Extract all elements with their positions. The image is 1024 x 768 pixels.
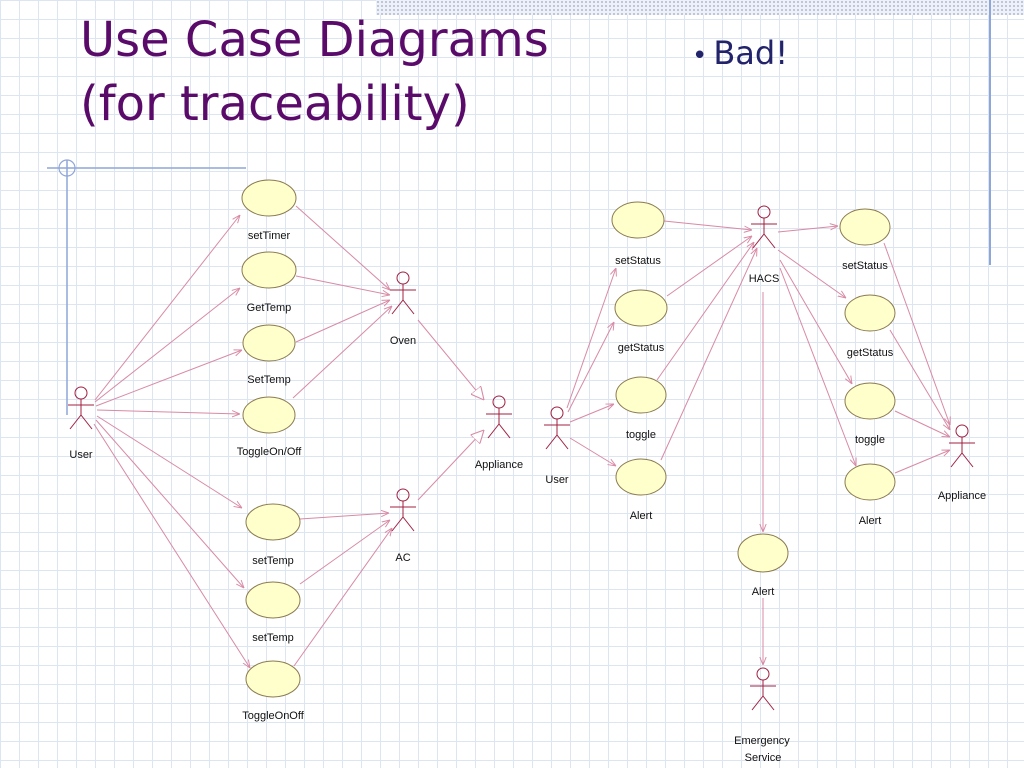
use-case-label: setTemp bbox=[252, 555, 294, 567]
actor-appliance-left-icon bbox=[486, 395, 512, 439]
use-case-label: ToggleOn/Off bbox=[237, 446, 303, 458]
use-case-label: Alert bbox=[859, 515, 882, 527]
actor-label-ac: AC bbox=[395, 552, 410, 564]
use-case-toggleonoff-ac: ToggleOnOff bbox=[242, 660, 305, 722]
use-case-getstatus-2: getStatus bbox=[844, 294, 896, 359]
slide-title: Use Case Diagrams (for traceability) bbox=[80, 8, 549, 136]
header-pattern-band bbox=[376, 0, 1024, 15]
use-case-label: GetTemp bbox=[247, 302, 292, 314]
actor-label-user: User bbox=[69, 449, 93, 461]
use-case-label: getStatus bbox=[618, 342, 665, 354]
actor-label-hacs: HACS bbox=[749, 273, 780, 285]
use-case-gettemp: GetTemp bbox=[241, 251, 297, 314]
actor-ac-icon bbox=[390, 488, 416, 532]
use-case-toggle-1: toggle bbox=[615, 376, 667, 441]
use-case-label: SetTemp bbox=[247, 374, 290, 386]
right-diagram: setStatus getStatus toggle Alert setStat… bbox=[544, 201, 986, 764]
use-case-settemp: SetTemp bbox=[242, 324, 296, 386]
actor-label-appliance: Appliance bbox=[938, 490, 986, 502]
use-case-alert-1: Alert bbox=[615, 458, 667, 522]
actor-emergency-service-icon bbox=[750, 667, 776, 711]
left-connectors bbox=[93, 205, 484, 668]
title-line-2: (for traceability) bbox=[80, 76, 470, 132]
actor-label-service: Service bbox=[745, 752, 782, 764]
use-case-toggleonoff: ToggleOn/Off bbox=[237, 396, 303, 458]
use-case-label: toggle bbox=[855, 434, 885, 446]
actor-label-emergency: Emergency bbox=[734, 735, 790, 747]
corner-crosshair-icon bbox=[47, 159, 246, 415]
right-connectors bbox=[566, 220, 950, 665]
use-case-label: getStatus bbox=[847, 347, 894, 359]
actor-hacs-icon bbox=[751, 205, 777, 249]
actor-oven-icon bbox=[390, 271, 416, 315]
decorative-vertical-rule bbox=[989, 0, 991, 265]
use-case-settimer: setTimer bbox=[241, 179, 297, 242]
use-case-label: setStatus bbox=[615, 255, 661, 267]
use-case-label: Alert bbox=[630, 510, 653, 522]
actor-label-oven: Oven bbox=[390, 335, 416, 347]
use-case-label: Alert bbox=[752, 586, 775, 598]
use-case-getstatus-1: getStatus bbox=[614, 289, 668, 354]
bullet-dot-icon: • bbox=[692, 41, 708, 71]
use-case-label: setStatus bbox=[842, 260, 888, 272]
use-case-label: setTemp bbox=[252, 632, 294, 644]
use-case-toggle-2: toggle bbox=[844, 382, 896, 446]
actor-label-user: User bbox=[545, 474, 569, 486]
use-case-setstatus-1: setStatus bbox=[611, 201, 665, 267]
bullet-text: Bad! bbox=[713, 34, 789, 72]
use-case-label: ToggleOnOff bbox=[242, 710, 305, 722]
use-case-setstatus-2: setStatus bbox=[839, 208, 891, 272]
use-case-alert-3: Alert bbox=[737, 533, 789, 598]
use-case-settemp-ac-2: setTemp bbox=[245, 581, 301, 644]
actor-user-right-icon bbox=[544, 406, 570, 450]
bullet-item: •Bad! bbox=[692, 34, 788, 72]
title-line-1: Use Case Diagrams bbox=[80, 12, 549, 68]
use-case-label: setTimer bbox=[248, 230, 291, 242]
use-case-label: toggle bbox=[626, 429, 656, 441]
use-case-settemp-ac-1: setTemp bbox=[245, 503, 301, 567]
left-diagram: setTimer GetTemp SetTemp ToggleOn/Off se… bbox=[68, 179, 523, 722]
actor-label-appliance: Appliance bbox=[475, 459, 523, 471]
actor-appliance-right-icon bbox=[949, 424, 975, 468]
use-case-alert-2: Alert bbox=[844, 463, 896, 527]
actor-user-left-icon bbox=[68, 386, 94, 430]
